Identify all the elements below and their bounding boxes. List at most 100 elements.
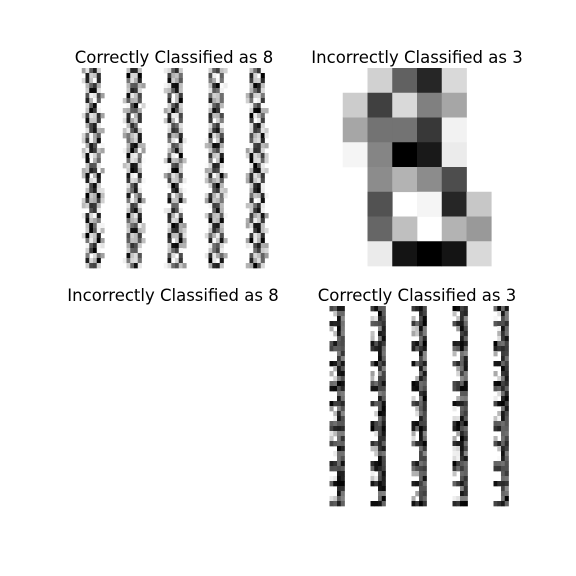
thumb-3-pixel [415,471,420,477]
thumb-8-pixel [137,248,142,254]
thumb-8-pixel [137,253,142,259]
thumb-3-pixel [456,451,461,457]
thumb-8-pixel [100,238,105,244]
thumb-8-pixel [85,88,90,94]
thumb-3-pixel [381,426,386,432]
thumb-8-pixel [134,143,139,149]
thumb-8-pixel [260,223,265,229]
thumb-8-pixel [260,258,265,264]
thumb-3-pixel [329,476,334,482]
thumb-8-pixel [253,153,258,159]
thumb-8-pixel [171,148,176,154]
thumb-3-pixel [504,321,509,327]
thumb-3-pixel [378,481,383,487]
thumb-8-pixel [137,163,142,169]
thumb-3-pixel [419,316,424,322]
thumb-3-pixel [378,376,383,382]
thumb-3-pixel [422,436,427,442]
thumb-3-pixel [415,321,420,327]
enlarged-digit-pixel [392,216,418,242]
thumb-8-pixel [253,68,258,74]
thumb-8-pixel [253,188,258,194]
thumb-8-pixel [137,198,142,204]
thumb-8-pixel [178,223,183,229]
thumb-8-pixel [257,183,262,189]
thumb-3-pixel [452,416,457,422]
thumb-8-pixel [204,193,209,199]
thumb-8-pixel [137,153,142,159]
thumb-8-pixel [171,203,176,209]
thumb-8-pixel [249,203,254,209]
thumb-3-pixel [460,401,465,407]
thumb-3-pixel [419,341,424,347]
thumb-8-pixel [85,183,90,189]
thumb-3-pixel [337,456,342,462]
thumb-3-pixel [463,326,468,332]
thumb-3-pixel [501,311,506,317]
thumb-8-pixel [130,258,135,264]
thumb-3-pixel [337,486,342,492]
thumb-8-pixel [257,138,262,144]
thumb-8-pixel [96,148,101,154]
thumb-8-pixel [182,178,187,184]
thumb-8-pixel [260,188,265,194]
thumb-3-pixel [340,441,345,447]
thumb-3-pixel [381,431,386,437]
thumb-3-pixel [501,436,506,442]
thumb-8-pixel [85,243,90,249]
thumb-8-pixel [171,228,176,234]
thumb-8-pixel [249,113,254,119]
thumb-3-pixel [422,306,427,312]
thumb-8-pixel [253,193,258,199]
thumb-8-pixel [219,143,224,149]
enlarged-digit-pixel [367,167,393,193]
thumb-3-pixel [504,461,509,467]
thumb-8-pixel [175,183,180,189]
thumb-8-pixel [141,143,146,149]
thumb-8-pixel [137,173,142,179]
thumb-3-pixel [419,311,424,317]
thumb-8-pixel [122,113,127,119]
thumb-3-pixel [329,361,334,367]
thumb-3-pixel [463,331,468,337]
thumb-8-pixel [96,183,101,189]
thumb-3-pixel [340,366,345,372]
thumb-8-pixel [204,163,209,169]
thumb-3-pixel [460,371,465,377]
thumb-8-pixel [257,78,262,84]
thumb-8-pixel [249,253,254,259]
thumb-8-pixel [175,88,180,94]
thumb-8-pixel [137,138,142,144]
thumb-8-pixel [167,153,172,159]
thumb-3-pixel [337,351,342,357]
thumb-3-pixel [460,426,465,432]
thumb-8-pixel [93,78,98,84]
thumb-8-pixel [219,253,224,259]
thumb-8-pixel [175,118,180,124]
thumb-3-pixel [463,471,468,477]
thumb-3-pixel [419,436,424,442]
thumb-8-pixel [260,253,265,259]
thumb-8-pixel [89,213,94,219]
thumb-8-pixel [175,193,180,199]
thumb-3-pixel [340,341,345,347]
thumb-3-pixel [381,441,386,447]
thumb-3-pixel [370,376,375,382]
thumb-8-pixel [93,253,98,259]
thumb-8-pixel [89,108,94,114]
thumb-8-pixel [249,243,254,249]
thumb-3-pixel [381,336,386,342]
thumb-8-pixel [216,228,221,234]
enlarged-digit-pixel [392,92,418,118]
thumb-3-pixel [340,326,345,332]
thumb-8-pixel [134,138,139,144]
thumb-8-pixel [126,103,131,109]
thumb-3-pixel [504,331,509,337]
thumb-8-pixel [208,228,213,234]
thumb-8-pixel [96,223,101,229]
thumb-3-pixel [497,446,502,452]
thumb-3-pixel [411,326,416,332]
thumb-8-pixel [96,78,101,84]
thumb-3-pixel [381,416,386,422]
enlarged-digit-pixel [466,191,492,217]
